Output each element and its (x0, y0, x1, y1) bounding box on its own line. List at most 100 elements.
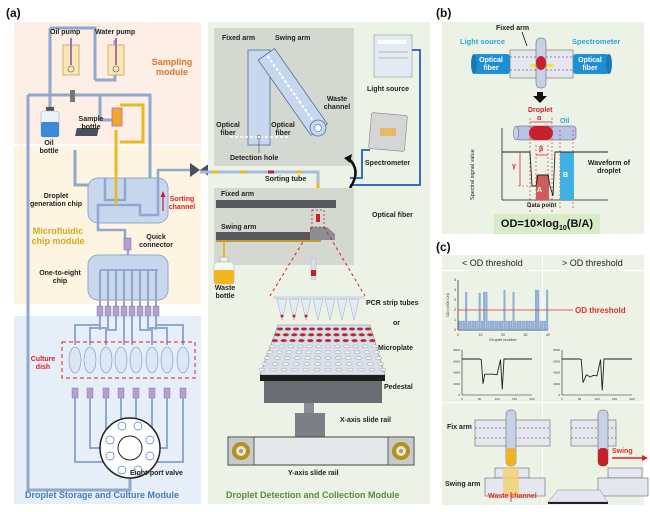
plate-well (334, 350, 341, 354)
plate-well (269, 344, 276, 348)
od-bar (544, 320, 546, 331)
down-arrow-icon (533, 96, 547, 103)
light-source-label: Light source (367, 86, 410, 93)
b-fixed-arm-label: Fixed arm (496, 25, 530, 32)
b-optical-fiber-right-label: Optical fiber (578, 57, 602, 73)
b-waveform-label: Waveform of droplet (587, 160, 631, 176)
plate-well (263, 356, 271, 360)
panel-c-divider (542, 255, 543, 505)
od-bar (505, 320, 508, 331)
b-oil-label: Oil (560, 118, 570, 125)
od-bar (496, 320, 499, 331)
sample-bottle-icon (75, 107, 123, 136)
microplate-label: Microplate (378, 345, 414, 352)
b-a-label: A (537, 187, 543, 194)
bar-y-tick: 5 (454, 278, 456, 282)
panel-b-diagram (471, 31, 612, 220)
plate-well (314, 356, 322, 360)
inset-fixed-arm-label: Fixed arm (222, 35, 256, 42)
plate-well (324, 333, 332, 337)
bar-y-label: OD (n 600 Cel) (446, 293, 450, 317)
plate-well (280, 368, 288, 372)
plate-well (271, 362, 279, 366)
od-bar (467, 320, 470, 331)
plate-well (282, 362, 289, 366)
wave-y-tick: 6000 (453, 359, 460, 363)
water-pump-label: Water pump (95, 29, 136, 36)
plate-well (289, 339, 296, 343)
b-droplet-label: Droplet (528, 107, 553, 114)
plate-well (258, 368, 266, 372)
bar-x-tick: 30 (524, 333, 528, 337)
plate-well (340, 327, 348, 331)
plate-well (314, 362, 321, 366)
plate-well (368, 368, 376, 372)
detection-hole-label: Detection hole (230, 155, 279, 162)
swing-arm-side (216, 232, 321, 240)
side-fixed-arm-label: Fixed arm (221, 191, 255, 198)
x-axis-slide-rail-label: X-axis slide rail (340, 417, 391, 424)
waste-bottle-icon (213, 256, 235, 285)
plate-well (269, 368, 277, 372)
od-bar (481, 320, 483, 331)
plate-well (284, 327, 292, 331)
droplet-generation-chip-label: Droplet generation chip (29, 193, 83, 209)
od-threshold-label: OD threshold (575, 306, 626, 315)
plate-well (298, 339, 305, 343)
plate-well (355, 356, 362, 360)
b-light-source-label: Light source (460, 37, 506, 46)
plate-well (348, 327, 356, 331)
quick-connector-icon (123, 237, 132, 251)
plate-well (324, 344, 332, 348)
wave-y-tick: 0 (458, 393, 460, 397)
plate-well (295, 350, 303, 354)
spectrometer-icon (368, 112, 408, 152)
od-bar (460, 320, 463, 331)
panel-label-c: (c) (436, 240, 451, 254)
sample-bottle-label: Sample bottle (78, 116, 104, 132)
inset-swing-arm-label: Swing arm (275, 35, 311, 42)
curved-arrow-icon (347, 157, 357, 189)
bar-y-tick: 0 (454, 328, 456, 332)
oil-pump-icon (62, 38, 80, 76)
waste-bottle-label: Waste bottle (214, 285, 236, 301)
od-bar (539, 320, 542, 331)
bar-x-tick: 10 (479, 333, 483, 337)
side-swing-arm-label: Swing arm (221, 224, 257, 231)
od-bar (499, 320, 501, 331)
plate-well (333, 333, 340, 337)
plate-well (365, 356, 372, 360)
od-bar (474, 320, 477, 331)
c-swing-arm-label: Swing arm (445, 481, 481, 488)
culture-dishes (68, 346, 190, 374)
od-bar (530, 320, 533, 331)
oil-bottle-label: Oil bottle (39, 140, 59, 156)
plate-well (346, 368, 354, 372)
panel-label-b: (b) (436, 6, 452, 20)
plate-well (334, 356, 342, 360)
c-fix-arm-label: Fix arm (447, 424, 472, 431)
eight-port-valve-icon (99, 417, 161, 479)
b-beta-label: β (539, 146, 544, 153)
od-bar (463, 320, 465, 331)
inset-optical-fiber-right-label: Optical fiber (271, 122, 295, 138)
plate-well (315, 350, 322, 354)
plate-well (294, 356, 301, 360)
plate-well (342, 339, 349, 343)
plate-well (276, 327, 284, 331)
wave-y-tick: 0 (558, 393, 560, 397)
plate-well (324, 339, 332, 343)
panel-label-a: (a) (6, 6, 21, 20)
plate-well (266, 350, 273, 354)
bar-b (560, 152, 574, 200)
microfluidic-module-title: Microfluidic chip module (31, 226, 85, 247)
plate-well (324, 327, 332, 331)
plate-well (345, 362, 353, 366)
plate-well (379, 368, 387, 372)
plate-well (350, 333, 357, 337)
od-bar (519, 320, 522, 331)
plate-well (351, 339, 358, 343)
plate-well (306, 344, 313, 348)
droplet-in-arm (536, 56, 546, 70)
od-bar (485, 291, 488, 331)
